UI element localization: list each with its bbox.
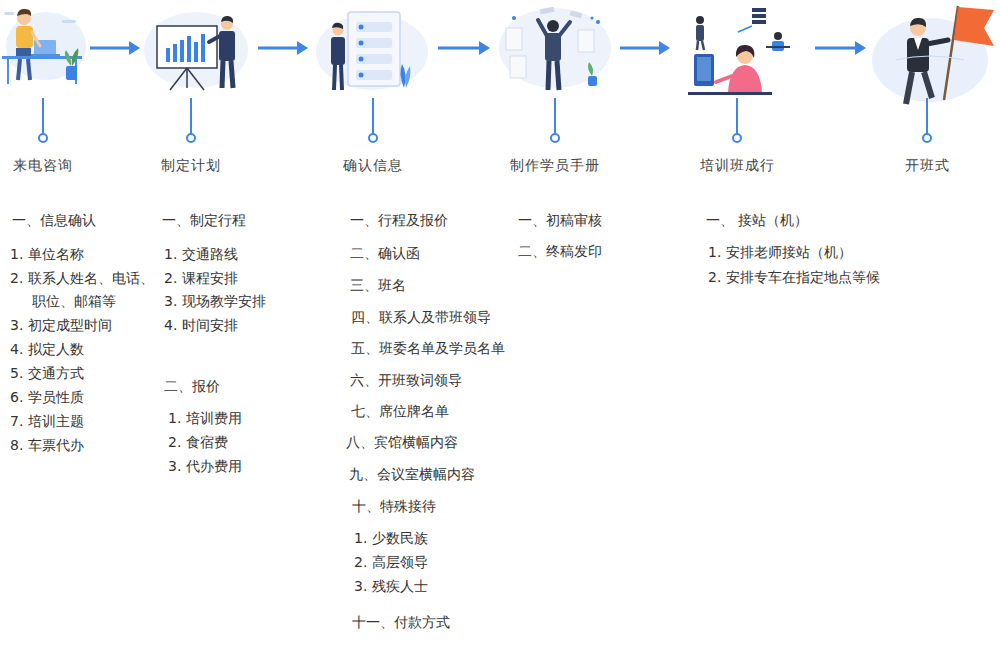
list-item: 二、终稿发印 [518,241,602,261]
list-item: 四、联系人及带班领导 [351,307,491,327]
list-item: 一、制定行程 [162,210,246,230]
list-item: 二、确认函 [350,243,420,263]
stage-node: 制定计划 [140,0,258,178]
list-item: 一、信息确认 [12,210,96,230]
list-item: 1. 单位名称 [10,244,84,264]
list-item: 十一、付款方式 [352,612,450,632]
list-item: 1. 少数民族 [354,528,428,548]
flow-arrow [438,41,490,55]
list-item: 4. 拟定人数 [10,339,84,359]
stage-title: 确认信息 [343,155,403,175]
list-item: 九、会议室横幅内容 [349,464,475,484]
flow-arrow [620,41,670,55]
list-item: 三、班名 [350,275,406,295]
stage-title: 开班式 [905,155,950,175]
list-item: 2. 食宿费 [168,432,228,452]
list-item: 一、初稿审核 [518,210,602,230]
list-item: 2. 高层领导 [354,552,428,572]
list-item: 5. 交通方式 [10,363,84,383]
stage-node: 来电咨询 [0,0,90,178]
flow-arrow [815,41,866,55]
list-item: 8. 车票代办 [10,435,84,455]
list-item: 五、班委名单及学员名单 [351,338,505,358]
stage-node: 制作学员手册 [490,0,620,178]
list-item: 7. 培训主题 [10,411,84,431]
list-item: 1. 交通路线 [164,244,238,264]
list-item: 4. 时间安排 [164,315,238,335]
list-item: 6. 学员性质 [10,387,84,407]
flow-arrow [258,41,308,55]
training-illustration [688,8,790,95]
pin-markers [39,98,931,142]
handbook-illustration [499,7,611,90]
stage-node: 确认信息 [308,0,438,178]
stage-title: 培训班成行 [700,155,775,175]
list-item: 二、报价 [164,376,220,396]
opening-illustration [872,6,994,104]
list-item: 六、开班致词领导 [350,370,462,390]
confirm-illustration [316,12,428,90]
list-item: 七、席位牌名单 [351,401,449,421]
stage-title: 制定计划 [161,155,221,175]
list-item: 2. 安排专车在指定地点等候 [708,267,880,287]
list-item: 3. 初定成型时间 [10,315,112,335]
plan-illustration [144,12,248,90]
list-item: 八、宾馆横幅内容 [346,432,458,452]
list-item: 1. 培训费用 [168,408,242,428]
stage-node: 培训班成行 [670,0,815,178]
list-item: 3. 现场教学安排 [164,291,266,311]
list-item: 1. 安排老师接站（机） [708,242,852,262]
list-item: 一、行程及报价 [350,210,448,230]
stage-node: 开班式 [866,0,996,178]
consult-illustration [2,9,86,84]
stage-title: 来电咨询 [13,155,73,175]
list-item: 一、 接站（机） [706,210,808,230]
list-item: 3. 残疾人士 [354,576,428,596]
list-item: 3. 代办费用 [168,456,242,476]
list-item: 2. 课程安排 [164,268,238,288]
stage-title: 制作学员手册 [510,155,600,175]
flow-arrow [90,41,140,55]
list-item: 十、特殊接待 [352,496,436,516]
